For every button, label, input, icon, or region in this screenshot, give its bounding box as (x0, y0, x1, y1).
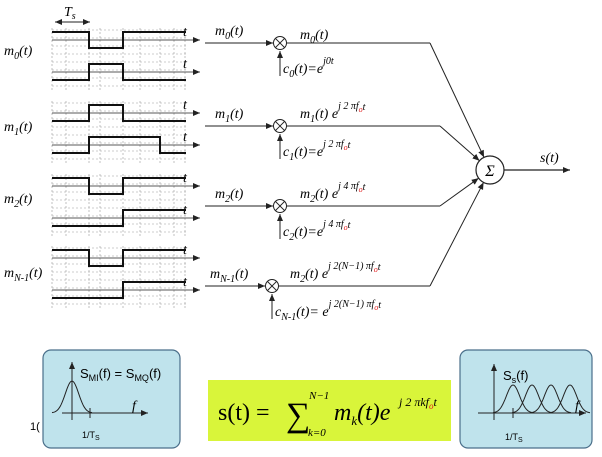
stray-label: 1( (30, 421, 40, 433)
i-waveform (52, 31, 186, 49)
time-axis-label: t (183, 57, 188, 72)
sum-input-line (439, 177, 479, 207)
input-label: m1(t) (215, 107, 244, 125)
spectrum-label: Ss(f) (503, 368, 528, 385)
panel-bg (42, 349, 181, 449)
spectrum-label: SMI(f) = SMQ(f) (80, 366, 161, 383)
summer: Σ s(t) (475, 151, 570, 185)
formula-term: mk(t)e (334, 400, 391, 428)
input-label: mN-1(t) (210, 267, 249, 285)
waveform-row-label: m2(t) (4, 192, 33, 210)
waveform-row-label: m1(t) (4, 120, 33, 138)
q-waveform (52, 281, 186, 299)
waveform-row-label: mN-1(t) (4, 266, 43, 284)
sum-top: N−1 (308, 390, 329, 402)
f-axis-label: f (575, 399, 581, 414)
carrier-label: cN-1(t)= ej 2(N−1) πfot (275, 299, 381, 323)
sum-input-line (429, 42, 485, 158)
i-waveform (52, 249, 186, 267)
carrier-label: c1(t)=ej 2 πfot (283, 139, 351, 163)
carrier-label: c0(t)=ej0t (283, 56, 334, 80)
input-label: m2(t) (215, 187, 244, 205)
product-label: m2(t) ej 4 πfot (300, 181, 366, 205)
formula-highlight (208, 380, 451, 441)
sum-input-line (439, 125, 480, 162)
sum-bot: k=0 (308, 427, 326, 439)
output-label: s(t) (540, 151, 559, 166)
subcarrier-spectrum (492, 384, 534, 414)
tick-label: 1/TS (82, 430, 100, 442)
subcarrier-spectrum (530, 384, 572, 414)
modulator-branches: m0(t) m0(t) c0(t)=ej0t m1(t) m1(t) ej 2 πfot… (205, 24, 485, 323)
baseband-spectrum-panel: f 1/TS 1( SMI(f) = SMQ(f) (30, 349, 181, 449)
i-waveform (52, 177, 186, 195)
i-waveform (52, 104, 186, 122)
f-axis-label: f (132, 399, 138, 414)
carrier-label: c2(t)=ej 4 πfot (283, 219, 351, 243)
subcarrier-spectra (492, 384, 591, 414)
tick-label: 1/TS (505, 432, 523, 444)
q-waveform (52, 63, 186, 81)
waveform-row-labels: m0(t) m1(t) m2(t) mN-1(t) (4, 44, 43, 284)
summer-symbol: Σ (484, 163, 495, 180)
period-marker: Ts (55, 5, 90, 25)
baseband-spectrum-curve (51, 380, 93, 414)
sum-input-line (429, 182, 485, 287)
sum-sign: ∑ (286, 397, 310, 434)
subcarrier-spectrum (549, 384, 591, 414)
waveform-row-label: m0(t) (4, 44, 33, 62)
time-axis-label: t (183, 98, 188, 113)
input-label: m0(t) (215, 24, 244, 42)
product-label: m1(t) ej 2 πfot (300, 101, 366, 125)
subcarrier-spectrum (511, 384, 553, 414)
ofdm-spectrum-panel: f 1/TS Ss(f) (459, 349, 593, 449)
time-axis-label: t (183, 130, 188, 145)
q-waveform (52, 136, 186, 154)
q-waveform (52, 209, 186, 227)
formula-exp: j 2 πkfot (397, 395, 438, 411)
ofdm-formula: s(t) = ∑ N−1 k=0 mk(t)e j 2 πkfot (208, 380, 451, 441)
period-label: Ts (64, 5, 76, 22)
product-label: m0(t) (300, 28, 329, 46)
formula-lhs: s(t) = (218, 400, 270, 426)
product-label: m2(t) ej 2(N−1) πfot (290, 261, 381, 285)
panel-bg (459, 349, 593, 449)
